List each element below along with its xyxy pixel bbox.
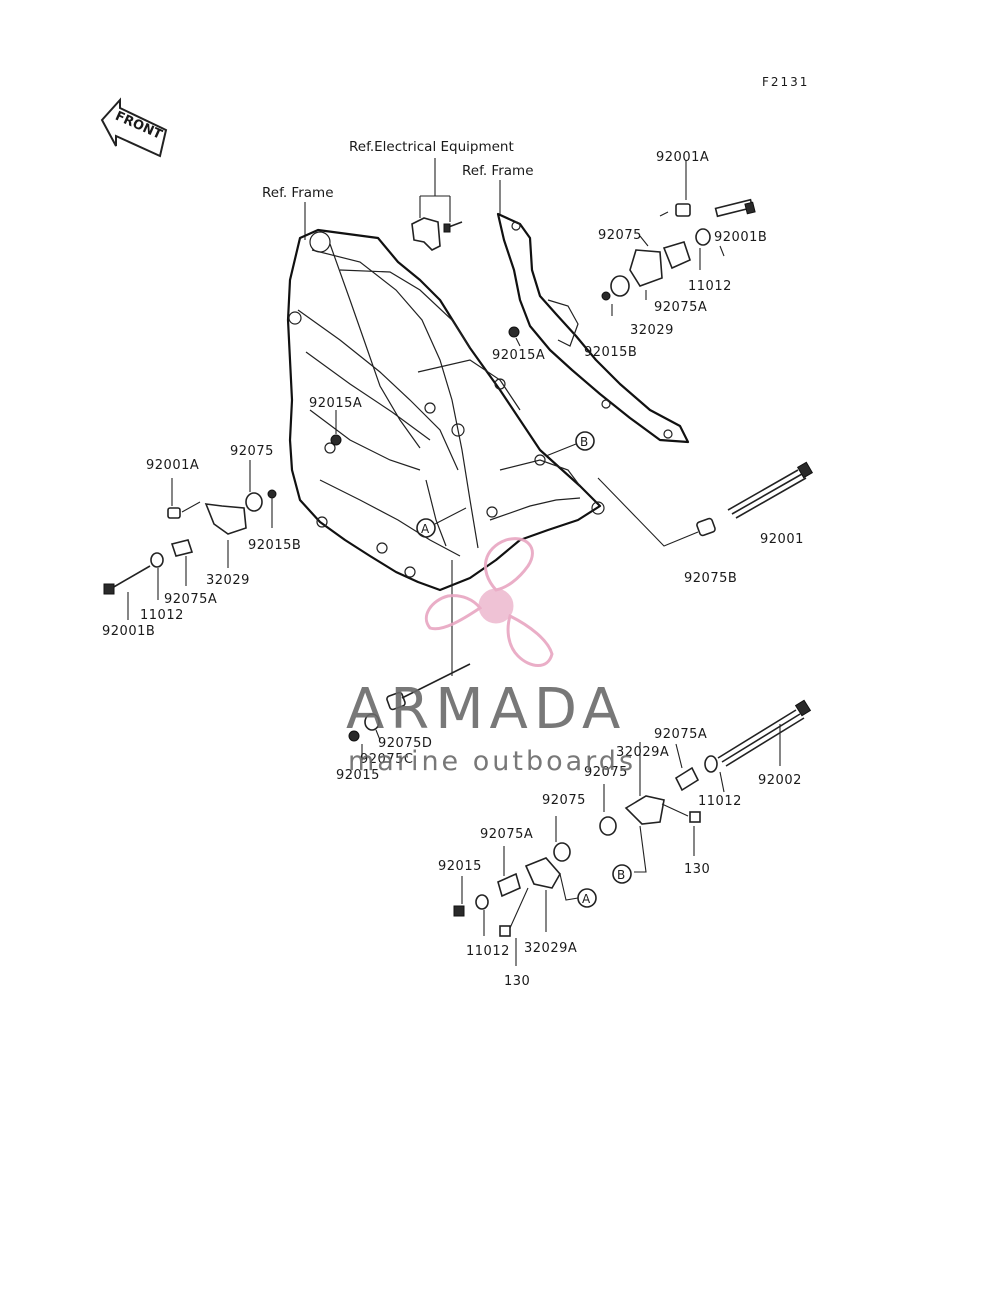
lower-right-mount: B	[599, 699, 812, 884]
label-92015B-left: 92015B	[248, 538, 301, 553]
propeller-logo-icon	[424, 537, 554, 667]
watermark-brand: ARMADA	[346, 677, 626, 742]
nut-92015A-mid	[508, 326, 521, 347]
callout-b-upper: B	[545, 431, 595, 457]
part-labels: 92001A 92075 92001B 11012 92075A 32029 9…	[102, 150, 804, 989]
bolt-92001	[727, 461, 814, 519]
label-92075B: 92075B	[684, 571, 737, 586]
ref-frame-left: Ref. Frame	[262, 185, 334, 201]
callout-b-label: B	[580, 435, 588, 449]
label-11012-left: 11012	[140, 608, 184, 623]
label-32029-top: 32029	[630, 323, 674, 338]
label-92075C: 92075C	[360, 752, 413, 767]
label-32029A-right: 32029A	[616, 745, 669, 760]
watermark-tagline: marine outboards	[348, 746, 636, 777]
label-92001A-top: 92001A	[656, 150, 709, 165]
label-92015B-top: 92015B	[584, 345, 637, 360]
sub-frame	[496, 212, 690, 444]
nut-92015A-left	[330, 410, 342, 446]
label-92075D: 92075D	[378, 736, 432, 751]
label-92001B-top: 92001B	[714, 230, 767, 245]
label-92015-mid: 92015	[336, 768, 380, 783]
label-92015-bottom: 92015	[438, 859, 482, 874]
diagram-code: F2131	[762, 75, 809, 89]
left-mount	[103, 460, 277, 620]
label-92075A-right: 92075A	[654, 727, 707, 742]
spacer-92075B	[696, 517, 716, 537]
label-92075-bottom: 92075	[542, 793, 586, 808]
label-92015A-left: 92015A	[309, 396, 362, 411]
label-32029-left: 32029	[206, 573, 250, 588]
front-arrow-icon: FRONT	[100, 97, 168, 158]
label-92075-left: 92075	[230, 444, 274, 459]
label-11012-right: 11012	[698, 794, 742, 809]
label-92075-top: 92075	[598, 228, 642, 243]
lower-engine-bolt	[348, 560, 471, 760]
lower-left-mount: A	[453, 816, 597, 966]
watermark: ARMADA marine outboards	[346, 537, 636, 777]
label-92015A-mid: 92015A	[492, 348, 545, 363]
label-92075A-top: 92075A	[654, 300, 707, 315]
label-92075A-bottom: 92075A	[480, 827, 533, 842]
callout-a-lower-label: A	[582, 892, 591, 906]
callout-b-lower-label: B	[617, 868, 625, 882]
label-92075-right: 92075	[584, 765, 628, 780]
label-130-bottom: 130	[504, 974, 530, 989]
label-92001: 92001	[760, 532, 804, 547]
ref-frame-right: Ref. Frame	[462, 163, 534, 179]
label-32029A-bottom: 32029A	[524, 941, 577, 956]
label-11012-top: 11012	[688, 279, 732, 294]
ref-electrical-equipment: Ref.Electrical Equipment	[349, 139, 514, 155]
label-92075A-left: 92075A	[164, 592, 217, 607]
main-frame	[286, 228, 605, 592]
callout-a-label: A	[421, 522, 430, 536]
label-92001A-left: 92001A	[146, 458, 199, 473]
electrical-bracket	[411, 217, 463, 251]
label-92002: 92002	[758, 773, 802, 788]
label-92001B-left: 92001B	[102, 624, 155, 639]
label-130-right: 130	[684, 862, 710, 877]
upper-right-mount	[601, 160, 756, 316]
label-11012-bottom: 11012	[466, 944, 510, 959]
callout-a-upper: A	[416, 507, 467, 538]
